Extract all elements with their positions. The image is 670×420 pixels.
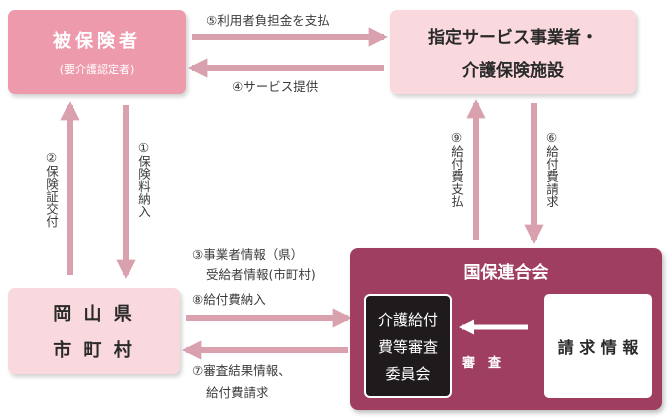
review-label: 審 査 (462, 356, 502, 371)
insured-subtitle: (要介護認定者) (59, 63, 135, 76)
flow-label-7b: 給付費請求 (206, 385, 269, 400)
request-info-label: 請 求 情 報 (557, 338, 639, 357)
municipality-line2: 市 町 村 (53, 340, 135, 361)
flow-label-8: ⑧給付費納入 (192, 292, 266, 307)
flow-label-4: ④サービス提供 (232, 79, 319, 94)
request-info-box: 請 求 情 報 (544, 294, 652, 398)
flow-label-7a: ⑦審査結果情報、 (192, 363, 291, 378)
committee-line3: 委員会 (385, 364, 431, 383)
insured-box: 被保険者 (要介護認定者) (8, 10, 186, 94)
flow-label-3b: 受給者情報(市町村) (206, 267, 316, 282)
flow-label-2: ②保険証交付 (44, 150, 59, 228)
provider-line1: 指定サービス事業者・ (428, 28, 598, 48)
committee-line2: 費等審査 (377, 337, 438, 356)
flow-label-3a: ③事業者情報（県） (192, 247, 304, 262)
flow-label-6: ⑥給付費請求 (544, 130, 559, 208)
municipality-box: 岡 山 県 市 町 村 (8, 288, 180, 374)
flow-label-9: ⑨給付費支払 (449, 130, 464, 208)
municipality-line1: 岡 山 県 (53, 304, 135, 325)
flow-label-5: ⑤利用者負担金を支払 (206, 13, 330, 28)
provider-box: 指定サービス事業者・ 介護保険施設 (390, 10, 636, 94)
provider-line2: 介護保険施設 (462, 61, 564, 81)
review-arrow (459, 319, 528, 335)
federation-title: 国保連合会 (463, 263, 549, 283)
flow-label-1: ①保険料納入 (136, 140, 151, 218)
committee-line1: 介護給付 (377, 310, 438, 329)
insured-title: 被保険者 (53, 31, 141, 52)
committee-box: 介護給付 費等審査 委員会 (364, 294, 452, 398)
federation-box: 国保連合会 介護給付 費等審査 委員会 審 査 請 求 情 報 (350, 248, 662, 410)
